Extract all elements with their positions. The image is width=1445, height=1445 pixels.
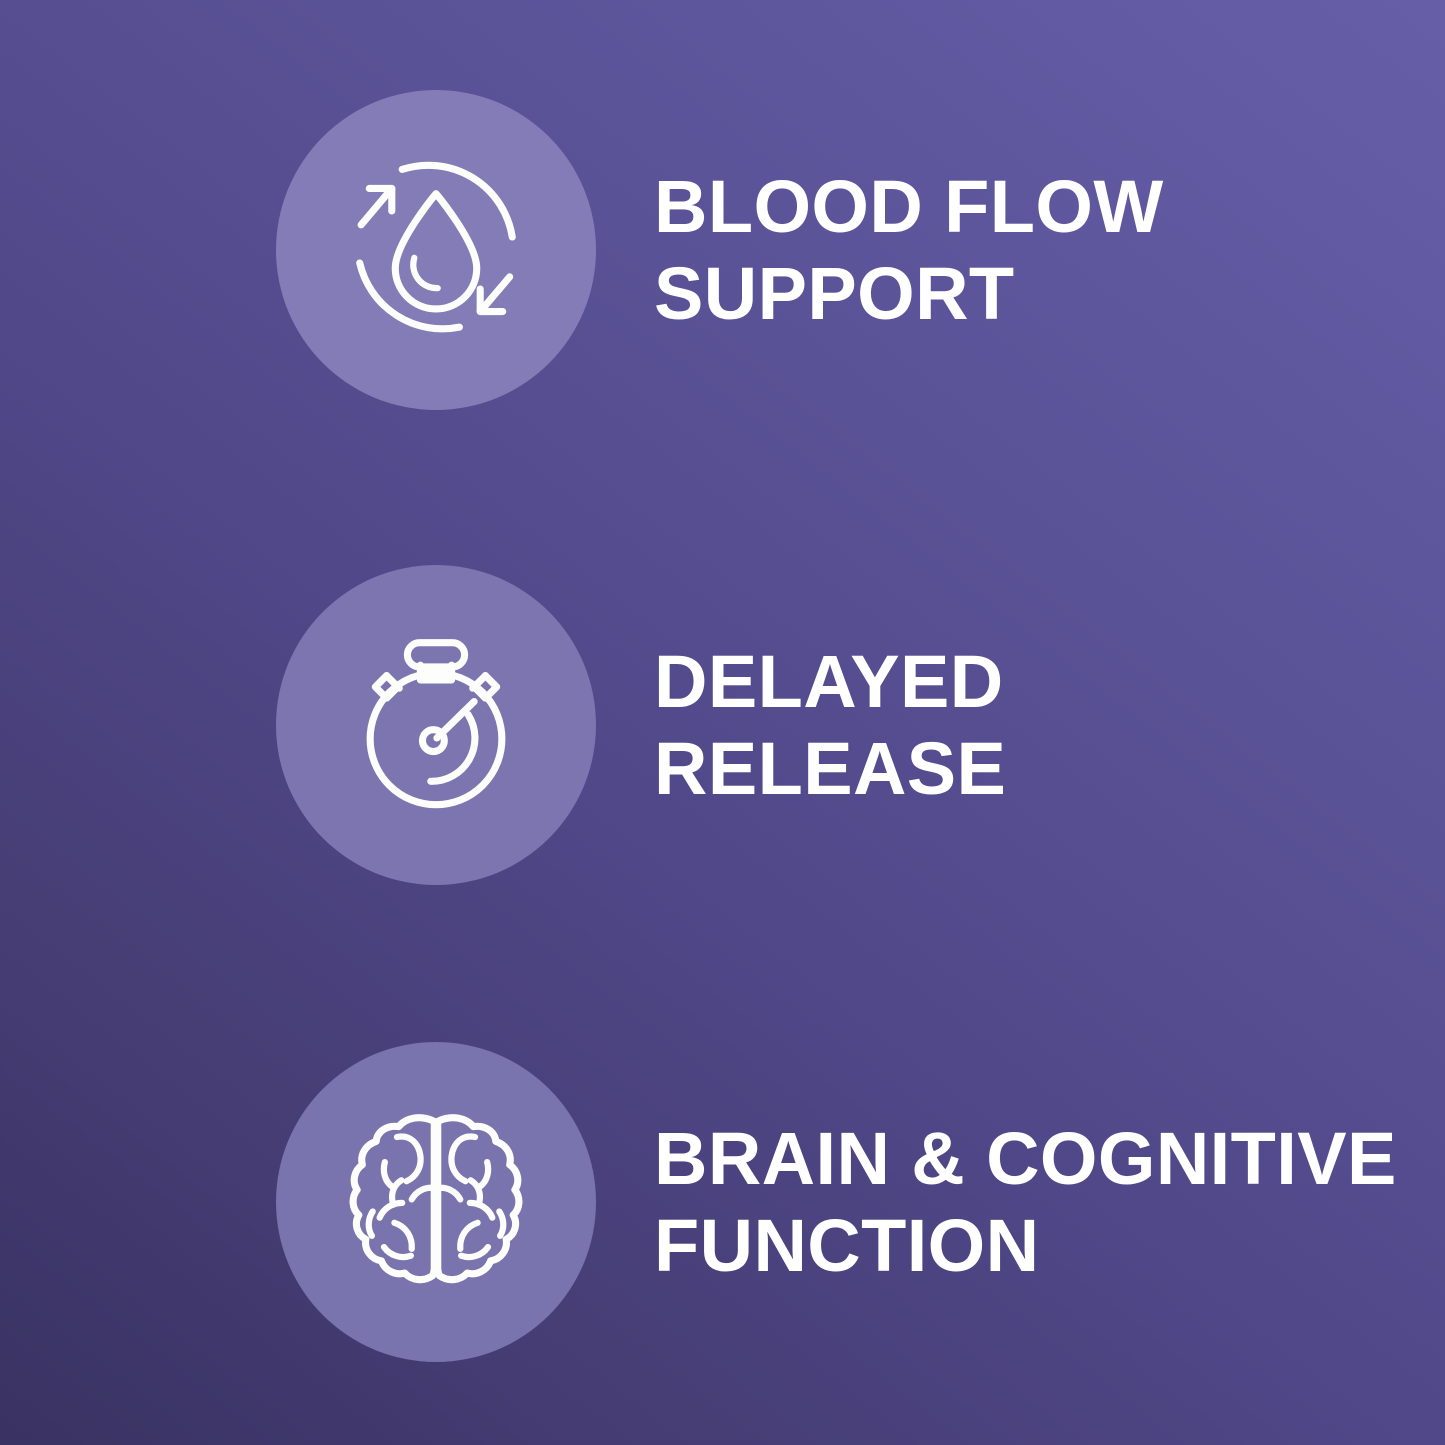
feature-label-blood-flow-support: BLOOD FLOW SUPPORT (654, 164, 1164, 335)
feature-label-brain-cognitive-function: BRAIN & COGNITIVE FUNCTION (654, 1116, 1397, 1287)
feature-row-blood-flow-support: BLOOD FLOW SUPPORT (0, 90, 1445, 410)
feature-label-delayed-release: DELAYED RELEASE (654, 639, 1007, 810)
icon-badge-brain-cognitive-function (276, 1042, 596, 1362)
blood-drop-recycle-icon (356, 161, 516, 333)
brain-icon (349, 1114, 523, 1284)
icon-badge-delayed-release (276, 565, 596, 885)
feature-row-delayed-release: DELAYED RELEASE (0, 565, 1445, 885)
feature-row-brain-cognitive-function: BRAIN & COGNITIVE FUNCTION (0, 1042, 1445, 1362)
icon-badge-blood-flow-support (276, 90, 596, 410)
stopwatch-icon (366, 639, 506, 809)
